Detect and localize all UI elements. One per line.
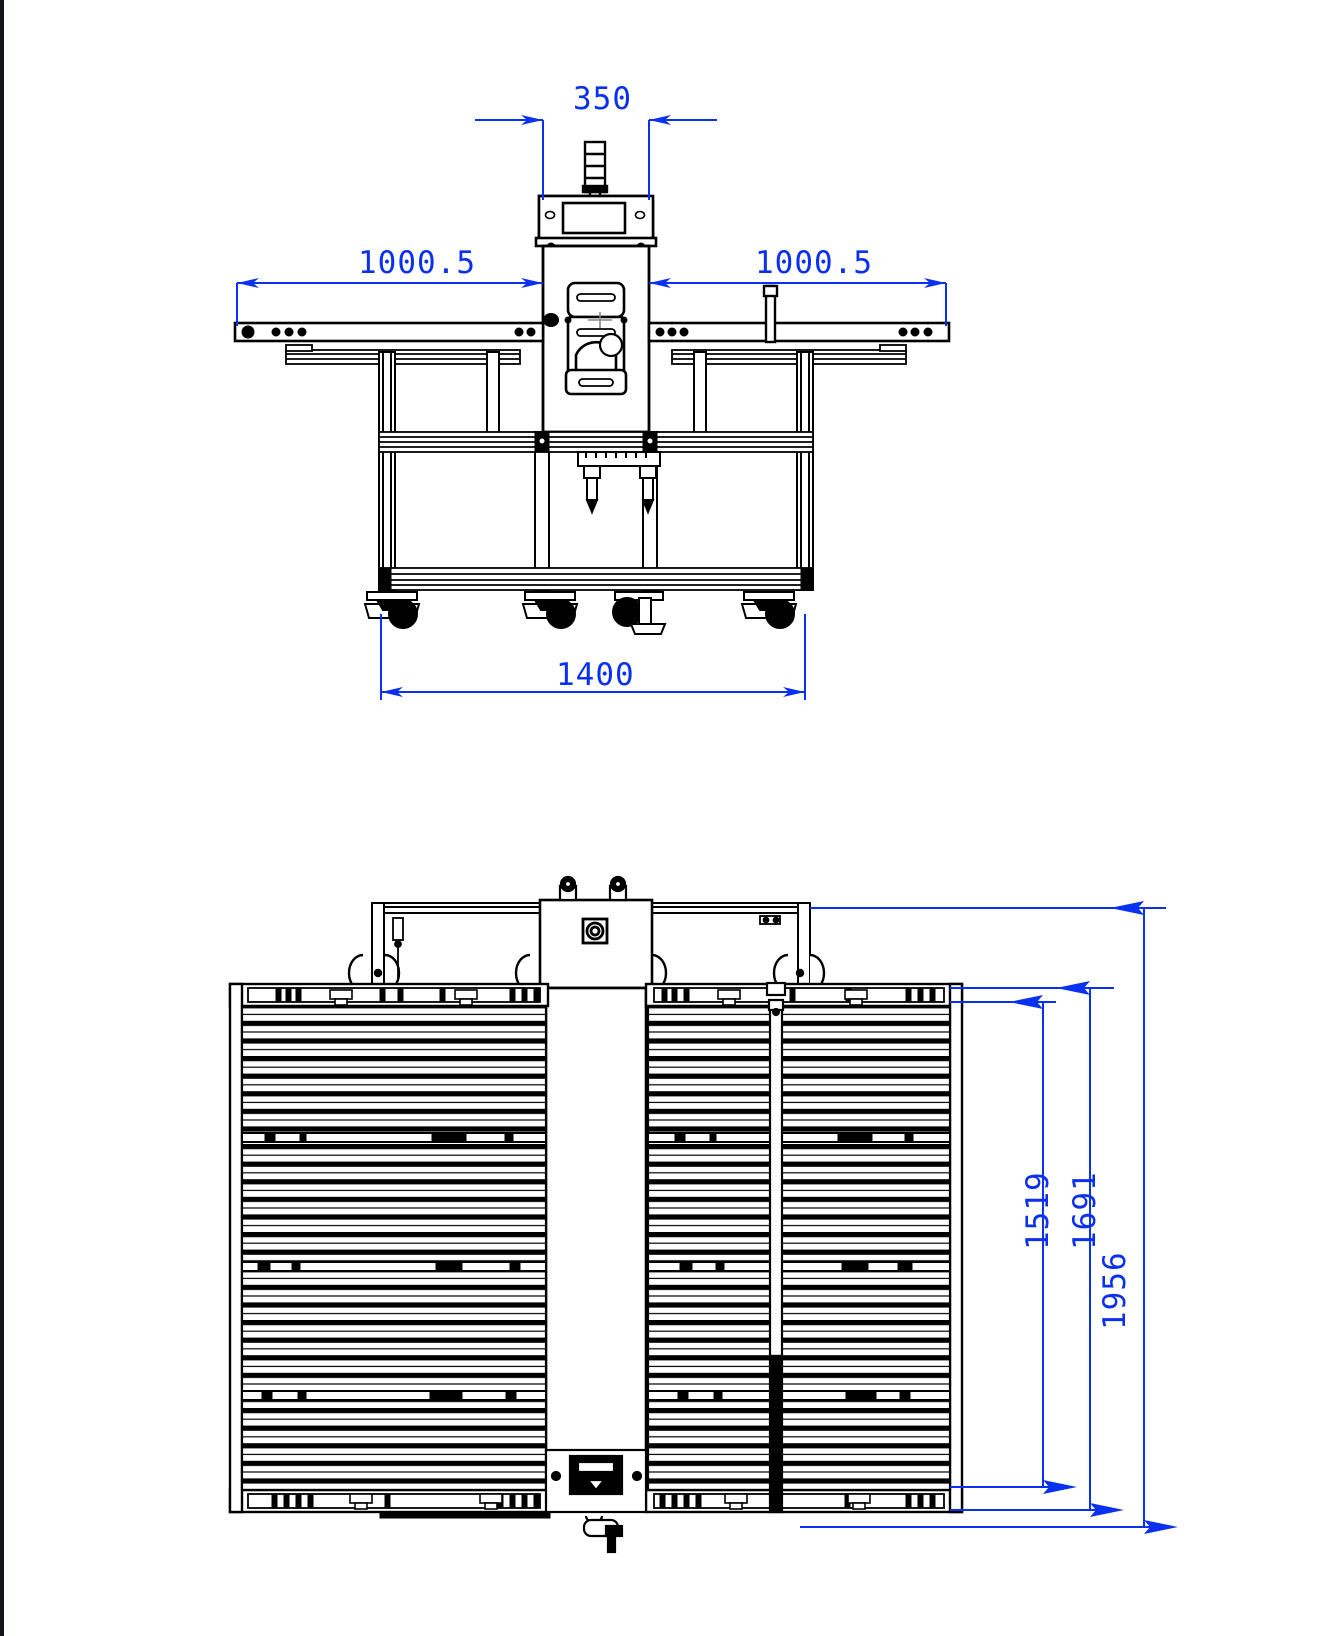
head-panel-knobs [544,210,646,220]
air-prep-manifold [577,451,661,467]
dimension-label-1519: 1519 [1020,1171,1056,1250]
cooling-fan-vent [581,917,609,945]
conveyor-rail-right [647,321,951,343]
rear-sensor-bracket-left [392,917,404,978]
air-filter-regulator-right [639,465,657,515]
deck-cross-member [241,1132,951,1401]
applicator-slots [576,293,616,387]
deck-cross-member-studs [257,1132,914,1401]
column-side-bolt [564,316,628,324]
conveyor-rail-left-bolts [241,325,536,339]
front-view-dimensions [236,115,947,700]
dimension-label-1000-5-right: 1000.5 [755,245,873,281]
deck-top-rail-studs [275,987,936,1003]
drive-motor-left [558,875,578,902]
conveyor-rail-left [233,321,545,343]
applicator-crosshair [588,312,612,328]
frame-cross-beam-lower [378,567,814,591]
adjustable-side-guide-rail [765,981,787,1514]
hmi-display-screen [561,201,627,235]
deck-top-rail-mounts [329,989,868,1006]
rear-sensor-bracket-right [759,915,781,925]
under-rail-beam-right [671,344,907,365]
dimension-label-1000-5-left: 1000.5 [358,245,476,281]
roller-bed-edges [240,1004,952,1492]
top-view-dimensions [800,901,1178,1534]
applicator-roller-wheel [598,332,624,358]
leveling-foot [612,591,667,635]
front-elevation-view [233,140,951,635]
cabinet-terminal-block [544,1448,648,1514]
air-filter-regulator-left [583,465,601,515]
cabinet-outlet-port [582,1515,624,1554]
frame-cross-beam-upper [378,431,814,453]
drive-motor-right [608,875,628,902]
column-side-knob [543,313,559,327]
roller-conveyor-bed-right [648,1006,950,1490]
roller-conveyor-bed-left [242,1006,546,1490]
dimension-label-350: 350 [573,81,632,117]
frame-joint-holes [538,437,654,445]
caster-wheel [363,591,798,629]
side-guide-post [762,284,779,344]
top-plan-view [228,875,964,1554]
deck-bottom-rail-mounts [349,1493,871,1510]
conveyor-rail-right-bolts [655,327,933,337]
sheet-left-border [0,0,4,1636]
dimension-label-1400: 1400 [556,657,635,693]
under-rail-beam-left [285,344,521,365]
dimension-label-1956: 1956 [1097,1251,1133,1330]
center-cabinet-top [538,898,654,1498]
cabinet-base-shadow [379,1511,551,1519]
dimension-label-1691: 1691 [1067,1171,1103,1250]
